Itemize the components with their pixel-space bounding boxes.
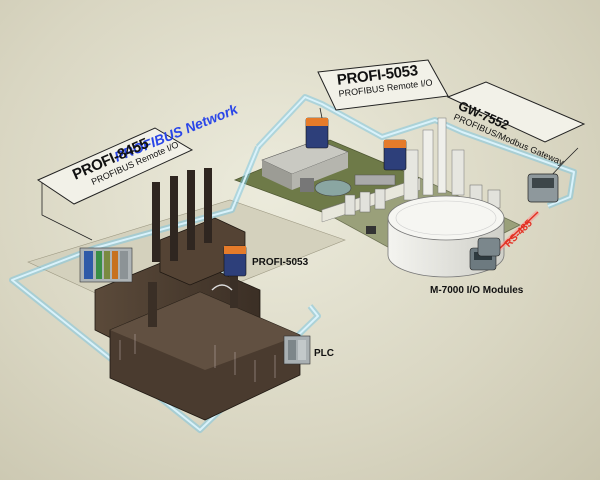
plc-device: [283, 335, 311, 365]
profi-8455-rack: [79, 247, 133, 283]
factory-building: [94, 168, 301, 421]
storage-tank: [387, 195, 505, 278]
profi-5053-device-plant: [305, 117, 329, 149]
label-plc: PLC: [314, 348, 334, 359]
label-m7000: M-7000 I/O Modules: [430, 285, 524, 296]
m7000-modules: [469, 237, 501, 271]
label-profi-5053: PROFI-5053: [252, 257, 309, 268]
valve-device: [366, 226, 376, 234]
callout-gw-7552-box: [446, 81, 586, 179]
treatment-plant: [261, 139, 396, 197]
gw-7552-device: [527, 173, 559, 203]
profi-5053-device-factory: [223, 245, 247, 277]
rs485-line: [496, 210, 540, 252]
refinery: [344, 117, 501, 216]
callout-profi-8455-box: [36, 127, 194, 241]
profi-5053-device-refinery: [383, 139, 407, 171]
